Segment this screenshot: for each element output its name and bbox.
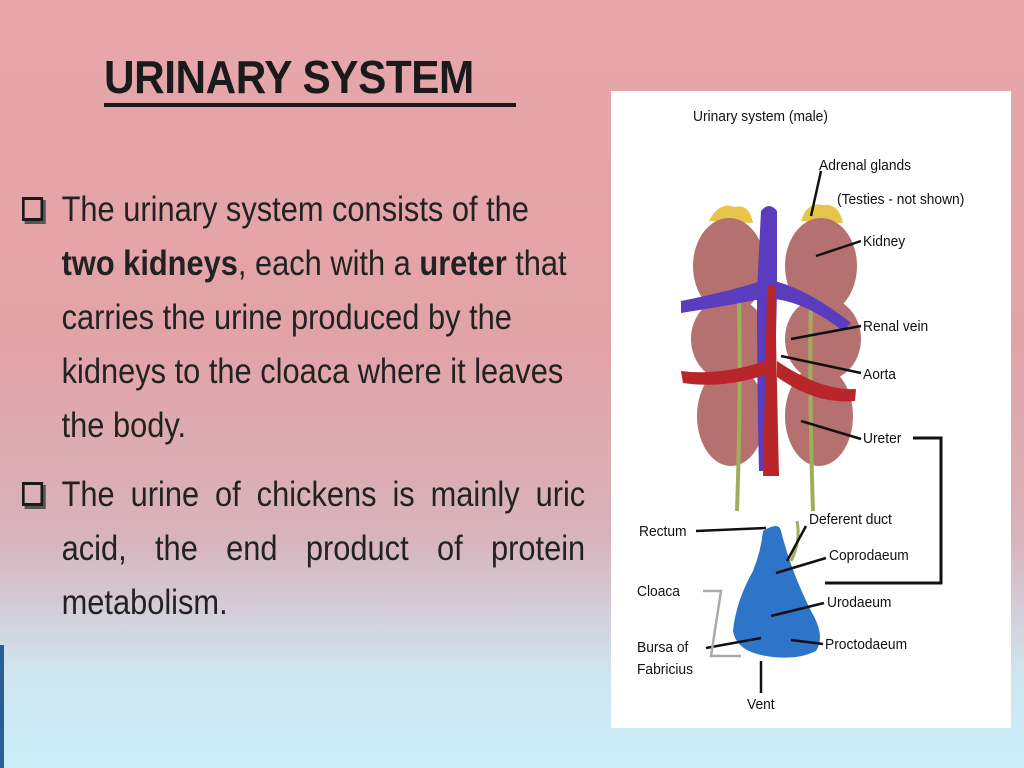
label-aorta: Aorta: [863, 366, 896, 383]
cloaca-bracket: [703, 589, 741, 658]
label-ureter: Ureter: [863, 430, 902, 447]
label-proctodaeum: Proctodaeum: [825, 636, 908, 653]
label-rectum: Rectum: [639, 523, 687, 540]
urinary-system-diagram: Urinary system (male) Adrenal glands (Te…: [611, 91, 1011, 728]
checkbox-bullet-icon: [22, 197, 44, 221]
bullet-2-part-1: The urine of chickens is mainly uric aci…: [61, 475, 586, 622]
renal-vein-right: [775, 281, 851, 331]
label-renal-vein: Renal vein: [863, 318, 929, 335]
label-coprodaeum: Coprodaeum: [829, 547, 909, 564]
label-kidney: Kidney: [863, 233, 906, 250]
ureter-right: [808, 300, 815, 512]
cloaca-body: [733, 526, 820, 658]
label-bursa-line-2: Fabricius: [637, 661, 693, 678]
adrenal-gland-left: [709, 205, 753, 223]
label-testies: (Testies - not shown): [837, 191, 965, 208]
title-underline: [104, 103, 516, 107]
label-urodaeum: Urodaeum: [827, 594, 892, 611]
anatomy-illustration: [681, 170, 943, 693]
bullet-item-1: The urinary system consists of the two k…: [22, 183, 585, 453]
diagram-heading: Urinary system (male): [693, 108, 828, 125]
label-deferent-duct: Deferent duct: [809, 511, 892, 528]
bullet-1-part-1: The urinary system consists of the: [61, 190, 529, 229]
bullet-item-2: The urine of chickens is mainly uric aci…: [22, 468, 585, 630]
label-cloaca: Cloaca: [637, 583, 680, 600]
bullet-1-bold-kidneys: two kidneys: [61, 244, 238, 283]
aorta: [763, 286, 779, 476]
renal-vein-left: [681, 281, 761, 313]
renal-artery-right: [777, 361, 856, 402]
bullet-1-bold-ureter: ureter: [419, 244, 507, 283]
leader-lines: [695, 170, 862, 693]
bullet-text-2: The urine of chickens is mainly uric aci…: [62, 468, 586, 630]
renal-artery-left: [681, 361, 765, 385]
checkbox-bullet-icon: [22, 482, 44, 506]
slide-edge-accent: [0, 645, 4, 768]
kidney-left: [691, 218, 767, 466]
label-vent: Vent: [747, 696, 775, 713]
bullet-text-1: The urinary system consists of the two k…: [62, 183, 586, 453]
bullet-1-part-5: that carries the urine produced by the k…: [61, 244, 567, 445]
label-adrenal-glands: Adrenal glands: [819, 157, 912, 174]
ureter-left: [735, 300, 742, 512]
slide-title: URINARY SYSTEM: [104, 51, 474, 103]
bullet-1-part-3: , each with a: [237, 244, 420, 283]
ureter-bracket: [825, 436, 943, 585]
label-bursa-line-1: Bursa of: [637, 639, 689, 656]
